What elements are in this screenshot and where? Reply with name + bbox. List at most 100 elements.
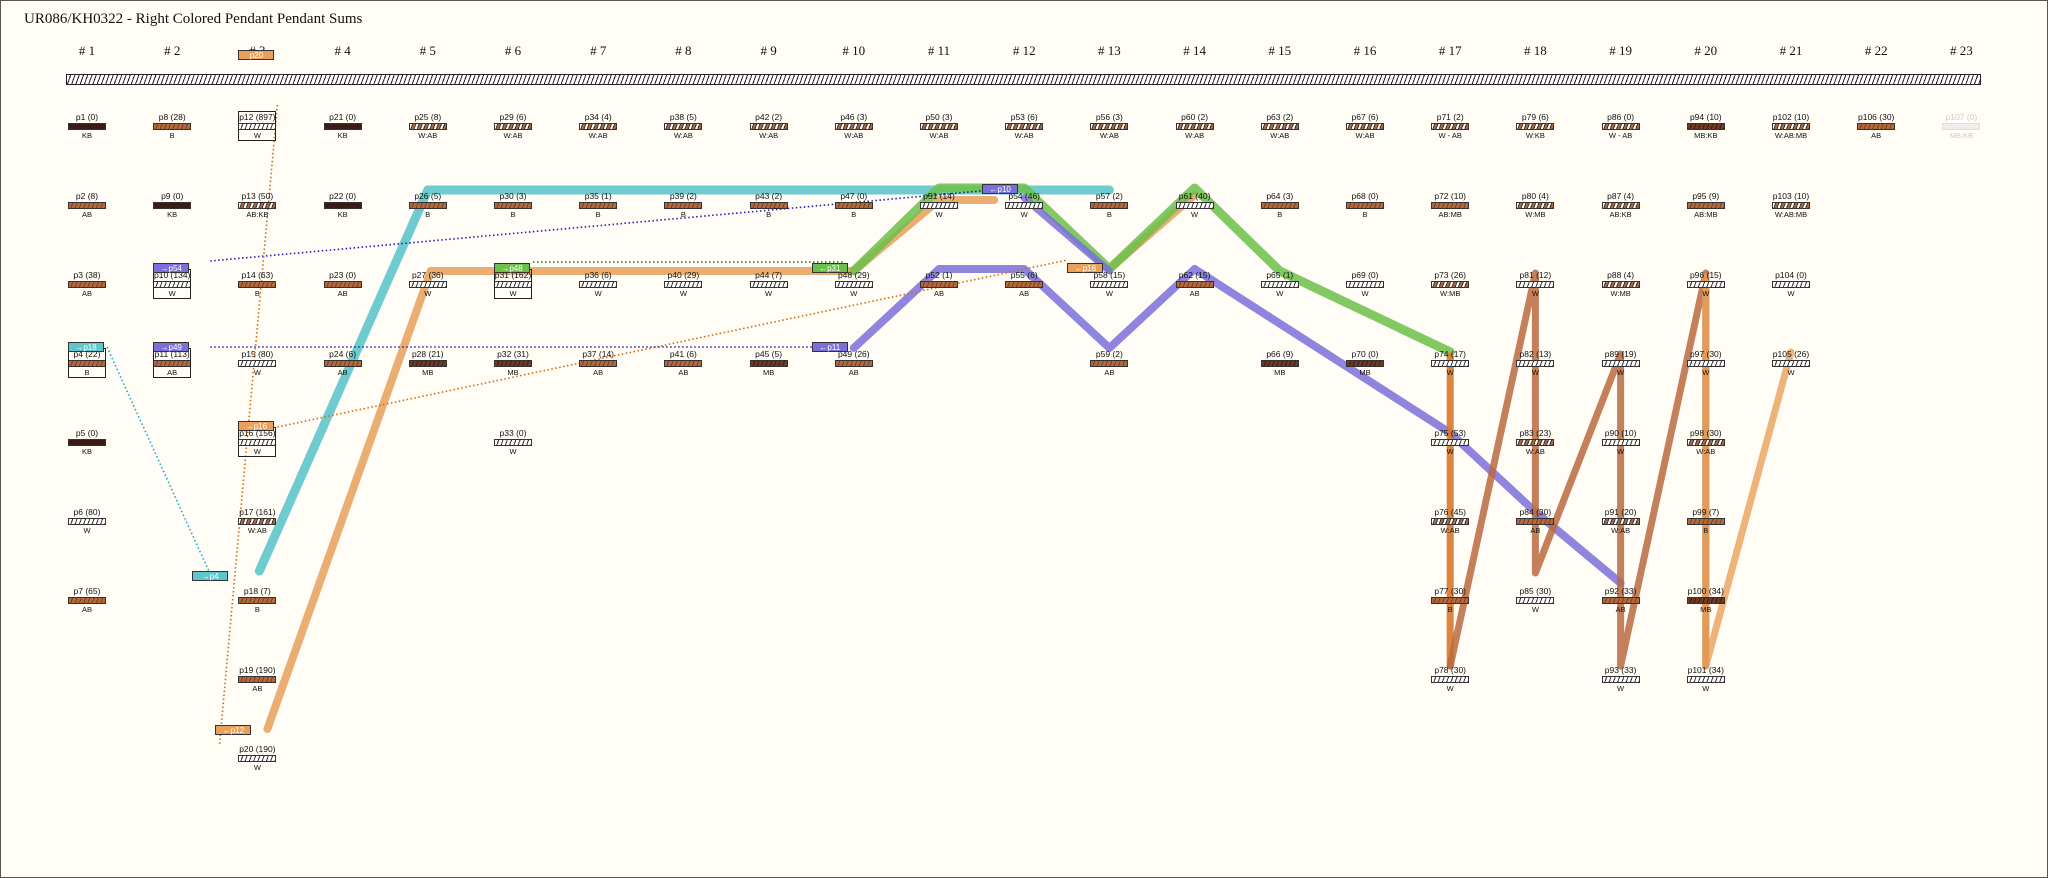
pendant-p28[interactable]: p28 (21)MB (398, 350, 458, 377)
pendant-p25[interactable]: p25 (8)W:AB (398, 113, 458, 140)
pendant-p99[interactable]: p99 (7)B (1676, 508, 1736, 535)
pendant-p92[interactable]: p92 (33)AB (1591, 587, 1651, 614)
pendant-p21[interactable]: p21 (0)KB (313, 113, 373, 140)
pendant-p94[interactable]: p94 (10)MB:KB (1676, 113, 1736, 140)
pendant-p62[interactable]: p62 (15)AB (1165, 271, 1225, 298)
pendant-p26[interactable]: p26 (5)B (398, 192, 458, 219)
pendant-p32[interactable]: p32 (31)MB (483, 350, 543, 377)
pendant-p98[interactable]: p98 (30)W:AB (1676, 429, 1736, 456)
pendant-p43[interactable]: p43 (2)B (739, 192, 799, 219)
pendant-p51[interactable]: p51 (14)W (909, 192, 969, 219)
pendant-p41[interactable]: p41 (6)AB (653, 350, 713, 377)
pendant-p97[interactable]: p97 (30)W (1676, 350, 1736, 377)
pendant-p37[interactable]: p37 (14)AB (568, 350, 628, 377)
pendant-p68[interactable]: p68 (0)B (1335, 192, 1395, 219)
pendant-p70[interactable]: p70 (0)MB (1335, 350, 1395, 377)
pendant-p64[interactable]: p64 (3)B (1250, 192, 1310, 219)
pendant-p69[interactable]: p69 (0)W (1335, 271, 1395, 298)
pendant-p7[interactable]: p7 (65)AB (57, 587, 117, 614)
pendant-p13[interactable]: p13 (50)AB:KB (227, 192, 287, 219)
pendant-p36[interactable]: p36 (6)W (568, 271, 628, 298)
pendant-p73[interactable]: p73 (26)W:MB (1420, 271, 1480, 298)
pendant-p60[interactable]: p60 (2)W:AB (1165, 113, 1225, 140)
pendant-p35[interactable]: p35 (1)B (568, 192, 628, 219)
pendant-p84[interactable]: p84 (30)AB (1505, 508, 1565, 535)
pendant-p33[interactable]: p33 (0)W (483, 429, 543, 456)
pendant-p58[interactable]: p58 (15)W (1079, 271, 1139, 298)
pendant-p54[interactable]: p54 (46)W (994, 192, 1054, 219)
pendant-p103[interactable]: p103 (10)W:AB:MB (1761, 192, 1821, 219)
pendant-p46[interactable]: p46 (3)W:AB (824, 113, 884, 140)
pendant-p63[interactable]: p63 (2)W:AB (1250, 113, 1310, 140)
pendant-p96[interactable]: p96 (15)W (1676, 271, 1736, 298)
pendant-p49[interactable]: p49 (26)AB (824, 350, 884, 377)
pendant-p3[interactable]: p3 (38)AB (57, 271, 117, 298)
pendant-p66[interactable]: p66 (9)MB (1250, 350, 1310, 377)
pendant-p24[interactable]: p24 (6)AB (313, 350, 373, 377)
pendant-p95[interactable]: p95 (9)AB:MB (1676, 192, 1736, 219)
pendant-p76[interactable]: p76 (45)W:AB (1420, 508, 1480, 535)
pendant-p83[interactable]: p83 (23)W:AB (1505, 429, 1565, 456)
pendant-p9[interactable]: p9 (0)KB (142, 192, 202, 219)
pendant-p30[interactable]: p30 (3)B (483, 192, 543, 219)
pendant-p61[interactable]: p61 (40)W (1165, 192, 1225, 219)
pendant-p90[interactable]: p90 (10)W (1591, 429, 1651, 456)
pendant-p87[interactable]: p87 (4)AB:KB (1591, 192, 1651, 219)
pendant-p15[interactable]: p15 (80)W (227, 350, 287, 377)
pendant-p47[interactable]: p47 (0)B (824, 192, 884, 219)
pendant-p19[interactable]: p19 (190)AB (227, 666, 287, 693)
pendant-p39[interactable]: p39 (2)B (653, 192, 713, 219)
pendant-p48[interactable]: p48 (29)W (824, 271, 884, 298)
pendant-p5[interactable]: p5 (0)KB (57, 429, 117, 456)
pendant-p101[interactable]: p101 (34)W (1676, 666, 1736, 693)
pendant-p104[interactable]: p104 (0)W (1761, 271, 1821, 298)
pendant-p93[interactable]: p93 (33)W (1591, 666, 1651, 693)
pendant-p107[interactable]: p107 (0)MB:KB (1931, 113, 1991, 140)
pendant-p18[interactable]: p18 (7)B (227, 587, 287, 614)
pendant-p100[interactable]: p100 (34)MB (1676, 587, 1736, 614)
pendant-p42[interactable]: p42 (2)W:AB (739, 113, 799, 140)
pendant-p53[interactable]: p53 (6)W:AB (994, 113, 1054, 140)
pendant-p50[interactable]: p50 (3)W:AB (909, 113, 969, 140)
pendant-p52[interactable]: p52 (1)AB (909, 271, 969, 298)
pendant-p74[interactable]: p74 (17)W (1420, 350, 1480, 377)
pendant-p75[interactable]: p75 (53)W (1420, 429, 1480, 456)
pendant-p67[interactable]: p67 (6)W:AB (1335, 113, 1395, 140)
pendant-p65[interactable]: p65 (1)W (1250, 271, 1310, 298)
pendant-p88[interactable]: p88 (4)W:MB (1591, 271, 1651, 298)
pendant-p6[interactable]: p6 (80)W (57, 508, 117, 535)
pendant-p89[interactable]: p89 (19)W (1591, 350, 1651, 377)
pendant-p45[interactable]: p45 (5)MB (739, 350, 799, 377)
pendant-p77[interactable]: p77 (30)B (1420, 587, 1480, 614)
pendant-p14[interactable]: p14 (63)B (227, 271, 287, 298)
pendant-p1[interactable]: p1 (0)KB (57, 113, 117, 140)
pendant-p8[interactable]: p8 (28)B (142, 113, 202, 140)
pendant-p55[interactable]: p55 (6)AB (994, 271, 1054, 298)
pendant-p82[interactable]: p82 (13)W (1505, 350, 1565, 377)
pendant-p79[interactable]: p79 (6)W:KB (1505, 113, 1565, 140)
pendant-p81[interactable]: p81 (12)W (1505, 271, 1565, 298)
pendant-p34[interactable]: p34 (4)W:AB (568, 113, 628, 140)
pendant-p106[interactable]: p106 (30)AB (1846, 113, 1906, 140)
pendant-p44[interactable]: p44 (7)W (739, 271, 799, 298)
pendant-p80[interactable]: p80 (4)W:MB (1505, 192, 1565, 219)
pendant-p85[interactable]: p85 (30)W (1505, 587, 1565, 614)
pendant-p71[interactable]: p71 (2)W - AB (1420, 113, 1480, 140)
pendant-p20[interactable]: p20 (190)W (227, 745, 287, 772)
pendant-p22[interactable]: p22 (0)KB (313, 192, 373, 219)
pendant-p38[interactable]: p38 (5)W:AB (653, 113, 713, 140)
pendant-p40[interactable]: p40 (29)W (653, 271, 713, 298)
pendant-p27[interactable]: p27 (36)W (398, 271, 458, 298)
pendant-p2[interactable]: p2 (8)AB (57, 192, 117, 219)
pendant-p59[interactable]: p59 (2)AB (1079, 350, 1139, 377)
pendant-p86[interactable]: p86 (0)W - AB (1591, 113, 1651, 140)
pendant-p57[interactable]: p57 (2)B (1079, 192, 1139, 219)
pendant-p17[interactable]: p17 (161)W:AB (227, 508, 287, 535)
pendant-p102[interactable]: p102 (10)W:AB:MB (1761, 113, 1821, 140)
pendant-p23[interactable]: p23 (0)AB (313, 271, 373, 298)
pendant-p78[interactable]: p78 (30)W (1420, 666, 1480, 693)
pendant-p91[interactable]: p91 (20)W:AB (1591, 508, 1651, 535)
pendant-p56[interactable]: p56 (3)W:AB (1079, 113, 1139, 140)
pendant-p29[interactable]: p29 (6)W:AB (483, 113, 543, 140)
pendant-p105[interactable]: p105 (26)W (1761, 350, 1821, 377)
